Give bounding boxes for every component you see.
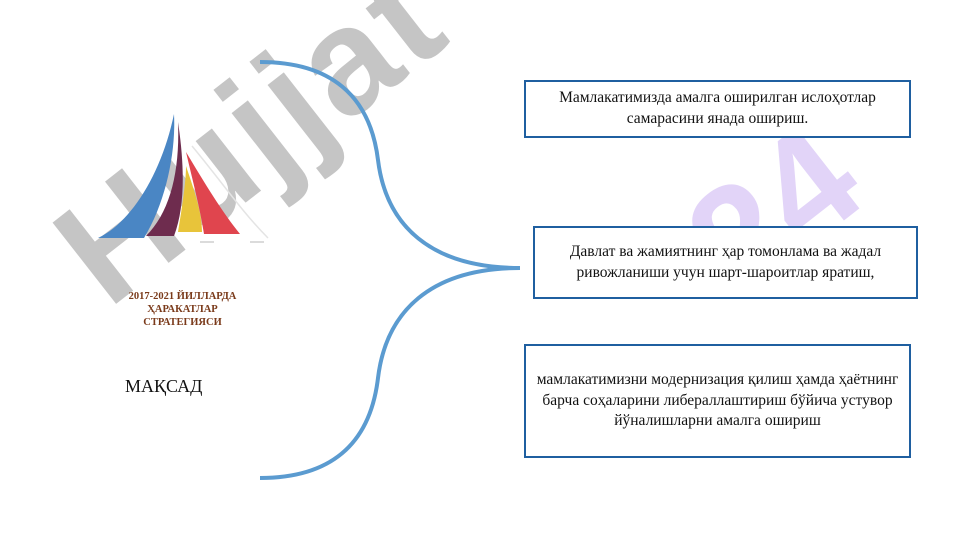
logo-maroon-sail — [146, 122, 183, 236]
logo-red-sail — [186, 152, 240, 234]
strategy-title: 2017-2021 ЙИЛЛАРДА ҲАРАКАТЛАР СТРАТЕГИЯС… — [95, 290, 270, 329]
logo-outline-sail — [191, 145, 269, 239]
brace-upper-curve — [259, 60, 521, 270]
goal-box-1: Мамлакатимизда амалга оширилган ислоҳотл… — [524, 80, 911, 138]
goal-box-3: мамлакатимизни модернизация қилиш ҳамда … — [524, 344, 911, 458]
brace-lower-curve — [259, 266, 521, 480]
strategy-logo — [98, 114, 269, 243]
strategy-title-line-3: СТРАТЕГИЯСИ — [143, 317, 222, 329]
goal-box-2: Давлат ва жамиятнинг ҳар томонлама ва жа… — [533, 226, 918, 299]
goal-text-1: Мамлакатимизда амалга оширилган ислоҳотл… — [559, 89, 876, 127]
goal-label: МАҚСАД — [125, 376, 203, 396]
logo-yellow-sail — [178, 166, 202, 232]
logo-blue-sail — [98, 114, 175, 238]
strategy-title-line-1: 2017-2021 ЙИЛЛАРДА — [128, 291, 237, 302]
strategy-title-line-2: ҲАРАКАТЛАР — [147, 304, 218, 316]
goal-text-3: мамлакатимизни модернизация қилиш ҳамда … — [536, 370, 899, 430]
goal-text-2: Давлат ва жамиятнинг ҳар томонлама ва жа… — [569, 242, 882, 281]
